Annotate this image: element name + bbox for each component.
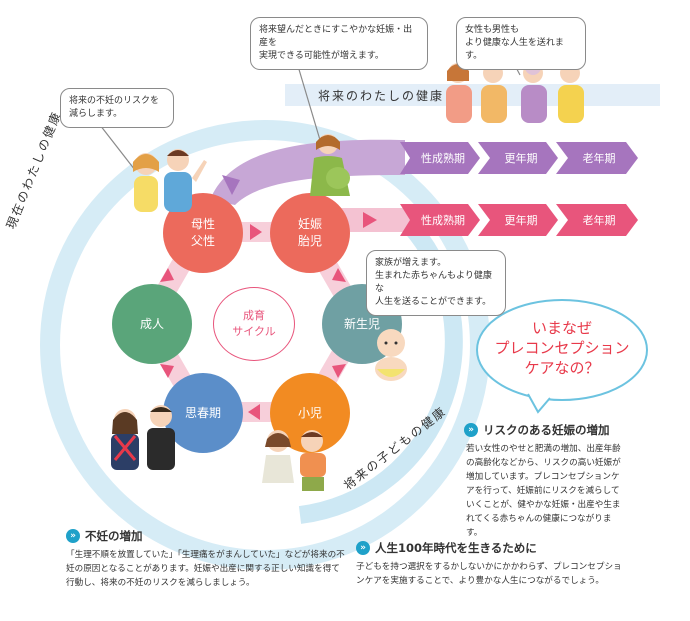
arrow-pregnancy-to-band: [363, 212, 377, 228]
arrow-parents-to-pregnancy: [250, 224, 262, 240]
section-risk-heading: » リスクのある妊娠の増加: [464, 422, 610, 438]
section-life100-body: 子どもを持つ選択をするかしないかにかかわらず、プレコンセプションケアを実施するこ…: [356, 562, 622, 586]
pregnant-woman-illustration: [310, 134, 350, 196]
chevron-right-icon: »: [356, 541, 370, 555]
section-risk-title: リスクのある妊娠の増加: [483, 423, 610, 437]
bubble-future-pregnancy: 将来望んだときにすこやかな妊娠・出産を 実現できる可能性が増えます。: [250, 17, 428, 70]
question-bubble-shape: [476, 299, 648, 401]
arrow-adolescence-to-adult: [160, 364, 174, 378]
purple-arc: [210, 139, 405, 205]
teenagers-illustration: [111, 405, 175, 470]
section-life100-heading: » 人生100年時代を生きるために: [356, 540, 537, 556]
section-life100-title: 人生100年時代を生きるために: [375, 541, 537, 555]
chevron-right-icon: »: [66, 529, 80, 543]
stage-bottom-menopause: 更年期: [504, 214, 538, 227]
section-risk-body: 若い女性のやせと肥満の増加、出産年齢の高齢化などから、リスクの高い妊娠が増加して…: [466, 444, 621, 538]
bubble-infertility-risk: 将来の不妊のリスクを 減らします。: [60, 88, 174, 128]
stage-bottom-maturity: 性成熟期: [421, 214, 465, 227]
stage-bottom-elderly: 老年期: [582, 214, 616, 227]
connector-2: [294, 55, 321, 141]
arrow-child-to-adolescence: [248, 404, 260, 420]
node-adolescence: 思春期: [163, 373, 243, 453]
cycle-center-label: 成育 サイクル: [213, 287, 295, 361]
stage-top-elderly: 老年期: [582, 152, 616, 165]
stage-top-maturity: 性成熟期: [421, 152, 465, 165]
connector-1: [99, 124, 136, 171]
timeline-bottom-arrows: [400, 204, 638, 236]
baby-illustration: [375, 329, 407, 381]
section-infertility-body: 「生理不順を放置していた」「生理痛をがまんしていた」などが将来の不妊の原因となる…: [66, 550, 345, 588]
bubble-healthy-life: 女性も男性も より健康な人生を送れます。: [456, 17, 586, 70]
stage-top-menopause: 更年期: [504, 152, 538, 165]
timeline-top-arrows: [400, 142, 638, 174]
arrow-newborn-to-child: [332, 364, 346, 378]
children-illustration: [262, 430, 326, 491]
question-bubble-tail: [527, 393, 551, 414]
node-pregnancy: 妊娠 胎児: [270, 193, 350, 273]
arrow-adult-to-parents: [160, 268, 174, 282]
parents-illustration: [133, 149, 207, 212]
chevron-right-icon: »: [464, 423, 478, 437]
label-future-me: 将来のわたしの健康: [318, 89, 445, 103]
family-generations-illustration: [446, 59, 584, 123]
section-infertility-heading: » 不妊の増加: [66, 528, 143, 544]
arrow-pregnancy-to-newborn: [332, 268, 346, 282]
question-heading: いまなぜ プレコンセプション ケアなの？: [494, 319, 630, 377]
purple-arc-tip: [222, 175, 240, 195]
node-adult: 成人: [112, 284, 192, 364]
section-infertility-title: 不妊の増加: [85, 529, 143, 543]
bubble-family: 家族が増えます。 生まれた赤ちゃんもより健康な 人生を送ることができます。: [366, 250, 506, 316]
